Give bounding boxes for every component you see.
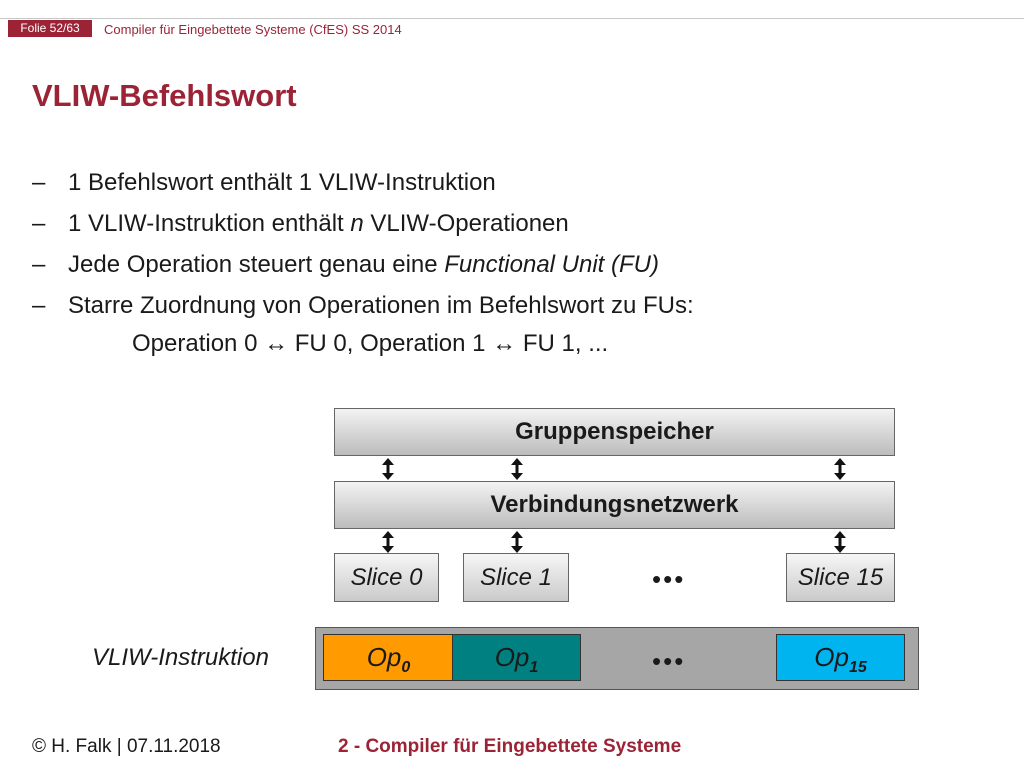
header-rule	[0, 18, 1024, 19]
bullet-item: –1 Befehlswort enthält 1 VLIW-Instruktio…	[32, 166, 694, 207]
group-memory-label: Gruppenspeicher	[515, 418, 714, 445]
op-cell: Op15	[776, 634, 905, 681]
bullet-text: Jede Operation steuert genau eine	[68, 251, 445, 278]
op-ellipsis: •••	[652, 646, 686, 676]
slide-title: VLIW-Befehlswort	[32, 78, 297, 113]
bullet-text: 1 Befehlswort enthält 1 VLIW-Instruktion	[68, 169, 496, 196]
slice-label: Slice 0	[350, 564, 423, 591]
interconnect-box: Verbindungsnetzwerk	[334, 481, 895, 529]
slice-box: Slice 15	[786, 553, 895, 602]
footer-author: © H. Falk | 07.11.2018	[32, 736, 221, 757]
op-index: 0	[401, 659, 411, 677]
double-arrow-icon	[511, 531, 523, 553]
group-memory-box: Gruppenspeicher	[334, 408, 895, 456]
double-arrow-icon	[834, 458, 846, 480]
slice-label: Slice 1	[479, 564, 553, 591]
double-arrow-icon	[511, 458, 523, 480]
op-label: Op	[494, 642, 530, 672]
double-arrow-icon	[834, 531, 846, 553]
bullet-list: –1 Befehlswort enthält 1 VLIW-Instruktio…	[32, 166, 694, 330]
instruction-label: VLIW-Instruktion	[92, 644, 269, 671]
op-cell: Op1	[452, 634, 581, 681]
bullet-dash: –	[32, 169, 46, 196]
slice-box: Slice 0	[334, 553, 439, 602]
bullet-text: 1 VLIW-Instruktion enthält	[68, 210, 351, 237]
double-arrow-icon	[382, 531, 394, 553]
bullet-item: –1 VLIW-Instruktion enthält n VLIW-Opera…	[32, 207, 694, 248]
bullet-item: –Jede Operation steuert genau eine Funct…	[32, 248, 694, 289]
op-label: Op	[814, 642, 849, 672]
bullet-dash: –	[32, 210, 46, 237]
mapping-line: Operation 0 ↔ FU 0, Operation 1 ↔ FU 1, …	[132, 330, 609, 357]
bullet-dash: –	[32, 251, 46, 278]
bullet-text: Starre Zuordnung von Operationen im Befe…	[68, 292, 694, 319]
bullet-text-italic: n	[350, 210, 364, 237]
slide-number-badge: Folie 52/63	[8, 20, 92, 37]
double-arrow-icon	[382, 458, 394, 480]
footer-chapter: 2 - Compiler für Eingebettete Systeme	[338, 736, 682, 757]
course-title: Compiler für Eingebettete Systeme (CfES)…	[104, 22, 402, 37]
slice-label: Slice 15	[797, 564, 884, 591]
interconnect-label: Verbindungsnetzwerk	[490, 491, 739, 518]
op-index: 1	[529, 659, 539, 677]
slice-ellipsis: •••	[652, 564, 686, 594]
op-index: 15	[848, 659, 867, 677]
slice-box: Slice 1	[463, 553, 569, 602]
bullet-item: –Starre Zuordnung von Operationen im Bef…	[32, 289, 694, 330]
bullet-text-italic: Functional Unit (FU)	[444, 251, 659, 278]
bullet-dash: –	[32, 292, 46, 319]
bullet-text: VLIW-Operationen	[363, 210, 569, 237]
op-label: Op	[366, 642, 402, 672]
op-cell: Op0	[323, 634, 454, 681]
